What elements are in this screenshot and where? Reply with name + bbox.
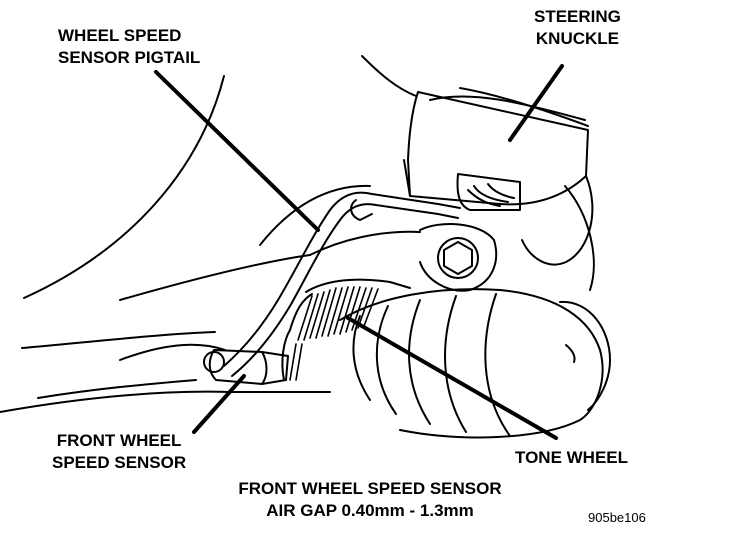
tone-wheel-outer	[305, 278, 411, 293]
mount-clip-1	[467, 189, 501, 207]
figure-caption: FRONT WHEEL SPEED SENSOR AIR GAP 0.40mm …	[210, 478, 530, 522]
tone-wheel-inner	[289, 293, 313, 331]
sensor-bolt	[203, 351, 225, 373]
knuckle-right-arm	[521, 175, 594, 266]
pigtail-wire-inner	[231, 203, 459, 377]
leader-sensor	[192, 374, 246, 434]
lower-control-arm-curve	[119, 343, 226, 361]
knuckle-outline	[407, 91, 589, 206]
label-tone-wheel: TONE WHEEL	[515, 447, 628, 469]
label-sensor-line-1: FRONT WHEEL	[56, 431, 182, 450]
label-sensor: FRONT WHEEL SPEED SENSOR	[52, 430, 186, 474]
pigtail-wire-outer	[223, 191, 461, 367]
knuckle-edge-2	[564, 185, 595, 291]
label-pigtail-line-2: SENSOR PIGTAIL	[58, 48, 201, 67]
cv-boot-outline	[339, 288, 604, 439]
figure-code: 905be106	[588, 510, 646, 526]
label-knuckle: STEERING KNUCKLE	[534, 6, 621, 50]
sensor-body	[208, 349, 289, 385]
lower-arm-bottom	[0, 390, 331, 413]
cv-boot-rib-2	[375, 305, 397, 415]
leader-knuckle	[508, 64, 564, 142]
lower-control-arm-left	[37, 379, 197, 399]
shaft-end	[559, 300, 611, 411]
knuckle-upper-line	[459, 87, 589, 127]
shaft-end-notch	[565, 344, 576, 363]
pigtail-grommet	[350, 199, 373, 221]
knuckle-stem	[361, 55, 417, 97]
backing-plate-lower-edge	[21, 331, 216, 349]
cv-boot-rib-5	[484, 293, 511, 437]
tone-wheel-lower	[281, 329, 291, 381]
label-knuckle-line-1: STEERING	[534, 7, 621, 26]
bolt-boss	[419, 223, 498, 292]
leader-tone-wheel	[346, 316, 558, 440]
sensor-mount	[456, 173, 521, 211]
inner-panel-right	[309, 230, 421, 256]
knuckle-nut	[443, 241, 473, 275]
figure-code-text: 905be106	[588, 510, 646, 525]
label-pigtail: WHEEL SPEED SENSOR PIGTAIL	[58, 25, 200, 69]
leader-pigtail	[154, 70, 320, 232]
knuckle-bolt	[437, 237, 479, 279]
label-pigtail-line-1: WHEEL SPEED	[58, 26, 182, 45]
caption-line-2: AIR GAP 0.40mm - 1.3mm	[266, 501, 474, 520]
tone-wheel-teeth	[289, 286, 379, 381]
label-tone-wheel-text: TONE WHEEL	[515, 448, 629, 467]
label-knuckle-line-2: KNUCKLE	[535, 29, 619, 48]
label-sensor-line-2: SPEED SENSOR	[52, 453, 187, 472]
caption-line-1: FRONT WHEEL SPEED SENSOR	[238, 479, 502, 498]
mount-clip-2	[473, 185, 509, 203]
knuckle-top-edge	[429, 95, 586, 121]
backing-plate-outline	[23, 75, 225, 299]
inner-panel-lower	[119, 254, 311, 301]
cv-boot-rib-4	[444, 295, 467, 433]
cv-boot-rib-3	[408, 299, 431, 425]
inner-panel-top	[259, 184, 371, 246]
sensor-head	[261, 351, 268, 385]
mount-clip-3	[487, 183, 515, 199]
knuckle-face-line	[403, 159, 411, 197]
